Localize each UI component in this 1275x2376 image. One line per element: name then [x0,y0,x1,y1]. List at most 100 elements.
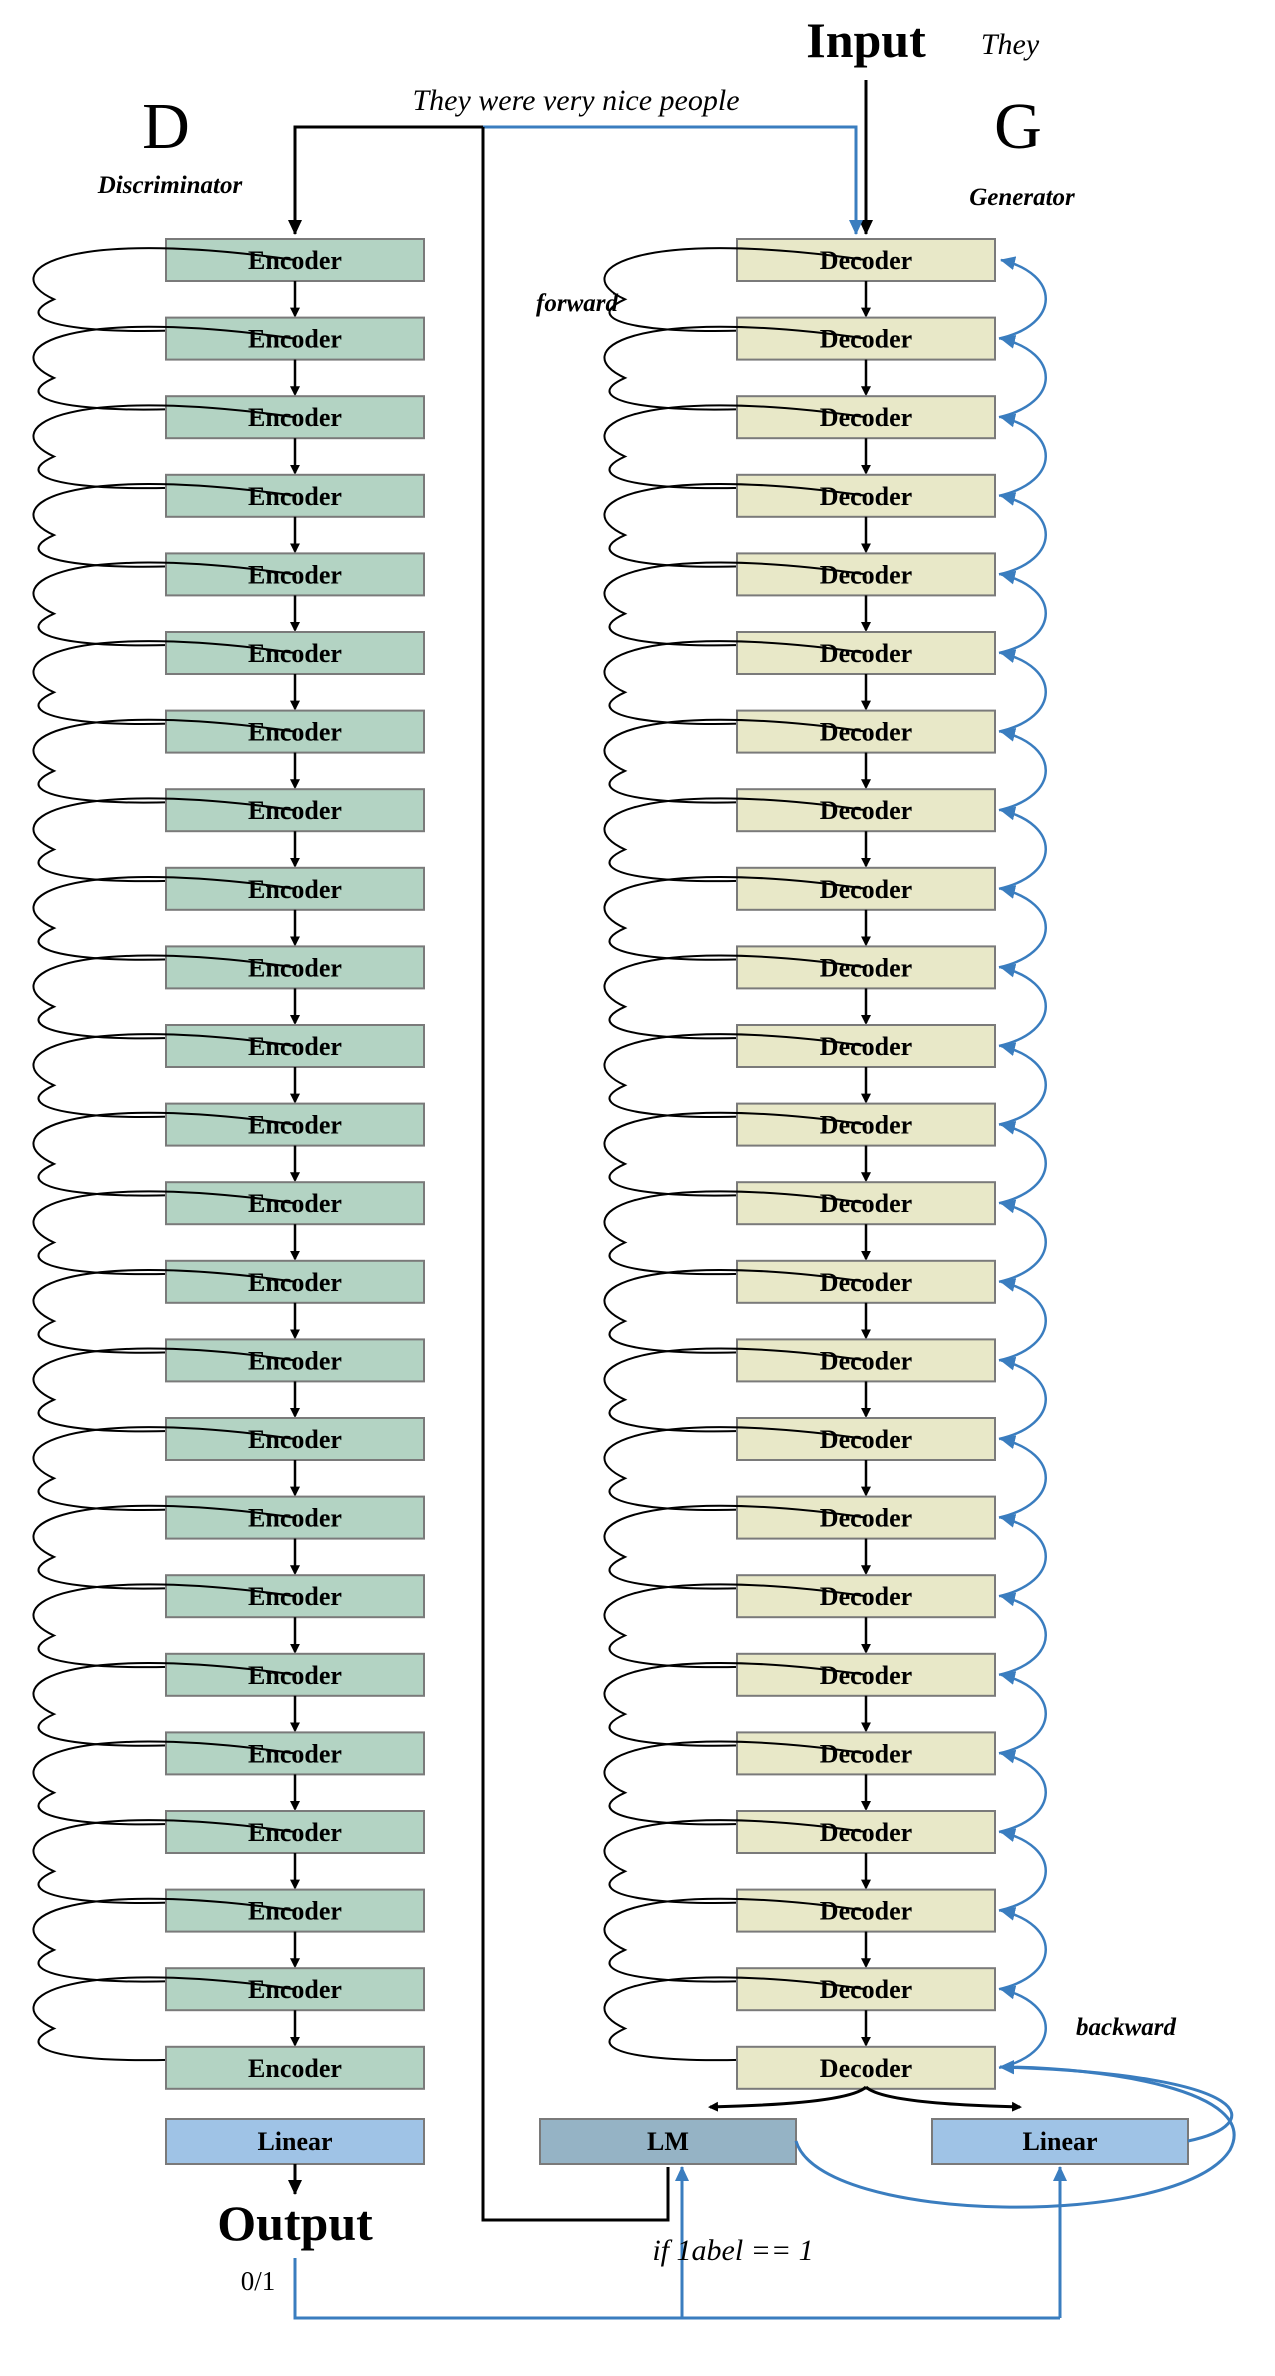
encoder-label: Encoder [248,1504,342,1533]
encoder-label: Encoder [248,1425,342,1454]
decoder-label: Decoder [820,1346,912,1375]
decoder-backward-arrow [998,334,1047,419]
decoder-residual-loop [603,325,867,411]
decoder-backward-arrow [998,570,1047,655]
decoder-backward-arrow [998,1749,1047,1834]
decoder-label: Decoder [820,1582,912,1611]
encoder-residual-loop [32,1504,296,1590]
encoder-residual-loop [32,1111,296,1197]
decoder-residual-loop [603,1426,867,1511]
encoder-label: Encoder [248,1346,342,1375]
forward-label: forward [536,290,618,317]
input-label: Input [806,12,926,68]
decoder-residual-loop [603,482,867,568]
decoder-label: Decoder [820,1661,912,1690]
lm-to-discriminator-line [481,127,670,2222]
encoder-residual-loop [32,797,296,883]
encoder-label: Encoder [248,875,342,904]
encoder-label: Encoder [248,1111,342,1140]
decoder-label: Decoder [820,2054,912,2083]
output-label: Output [217,2195,373,2251]
decoder-backward-arrow [998,256,1047,340]
decoder-residual-loop [603,247,867,332]
output-value: 0/1 [241,2266,276,2296]
decoder-stack: DecoderDecoderDecoderDecoderDecoderDecod… [603,238,1047,2090]
decoder-residual-loop [603,1504,867,1590]
decoder-residual-loop [603,1268,867,1354]
decoder-block [736,631,996,675]
decoder-residual-loop [603,954,867,1040]
encoder-label: Encoder [248,1661,342,1690]
decoder-label: Decoder [820,1189,912,1218]
lm-label: LM [647,2127,689,2156]
decoder-backward-arrow [998,1356,1047,1441]
decoder-label: Decoder [820,325,912,354]
decoder-backward-arrow [998,649,1047,733]
encoder-label: Encoder [248,482,342,511]
decoder-backward-arrow [998,1828,1047,1912]
encoder-residual-loop [32,482,296,568]
encoder-label: Encoder [248,403,342,432]
decoder-backward-arrow [998,1671,1047,1755]
decoder-label: Decoder [820,1975,912,2004]
encoder-block [165,1574,425,1619]
condition-label: if 1abel == 1 [652,2234,813,2267]
generator-letter: G [994,90,1042,163]
decoder-residual-loop [603,640,867,725]
encoder-residual-loop [32,1819,296,1904]
input-token: They [981,28,1040,61]
encoder-label: Encoder [248,325,342,354]
decoder-residual-loop [603,1033,867,1118]
label-feedback-line [293,2258,1060,2320]
encoder-label: Encoder [248,560,342,589]
encoder-label: Encoder [248,718,342,747]
decoder-label: Decoder [820,1504,912,1533]
sentence-to-discriminator-arrow [288,125,483,235]
decoder-backward-arrow [998,806,1047,891]
decoder-label: Decoder [820,875,912,904]
backward-label: backward [1076,2014,1177,2041]
encoder-label: Encoder [248,1189,342,1218]
discriminator-letter: D [142,90,190,163]
decoder-residual-loop [603,404,867,490]
encoder-label: Encoder [248,246,342,275]
encoder-label: Encoder [248,2054,342,2083]
decoder-label: Decoder [820,1818,912,1847]
decoder-block [736,395,996,440]
discriminator-linear-block [165,2118,425,2165]
encoder-residual-loop [32,1426,296,1511]
encoder-residual-loop [32,1268,296,1354]
decoder-residual-loop [603,1190,867,1276]
encoder-residual-loop [32,640,296,725]
decoder-residual-loop [603,561,867,647]
decoder-backward-arrow [998,1985,1047,2070]
encoder-label: Encoder [248,953,342,982]
decoder-backward-arrow [998,1906,1047,1991]
decoder-to-lm-arrow [708,2085,868,2112]
encoder-residual-loop [32,1897,296,1983]
decoder-residual-loop [603,1583,867,1669]
decoder-label: Decoder [820,403,912,432]
decoder-label: Decoder [820,953,912,982]
encoder-residual-loop [32,1976,296,2062]
decoder-label: Decoder [820,482,912,511]
encoder-residual-loop [32,1661,296,1747]
encoder-residual-loop [32,1347,296,1433]
generator-name: Generator [969,184,1075,211]
decoder-backward-arrow [998,1435,1047,1519]
decoder-residual-loop [603,1661,867,1747]
decoder-backward-arrow [998,727,1047,812]
lm-block [539,2118,797,2165]
encoder-label: Encoder [248,1582,342,1611]
encoder-label: Encoder [248,1897,342,1926]
decoder-residual-loop [603,1976,867,2062]
decoder-label: Decoder [820,639,912,668]
decoder-to-linear-arrow [864,2085,1022,2112]
decoder-label: Decoder [820,796,912,825]
decoder-label: Decoder [820,1111,912,1140]
encoder-residual-loop [32,1740,296,1826]
decoder-residual-loop [603,1897,867,1983]
encoder-block [165,2045,425,2090]
encoder-residual-loop [32,1583,296,1669]
decoder-label: Decoder [820,1739,912,1768]
